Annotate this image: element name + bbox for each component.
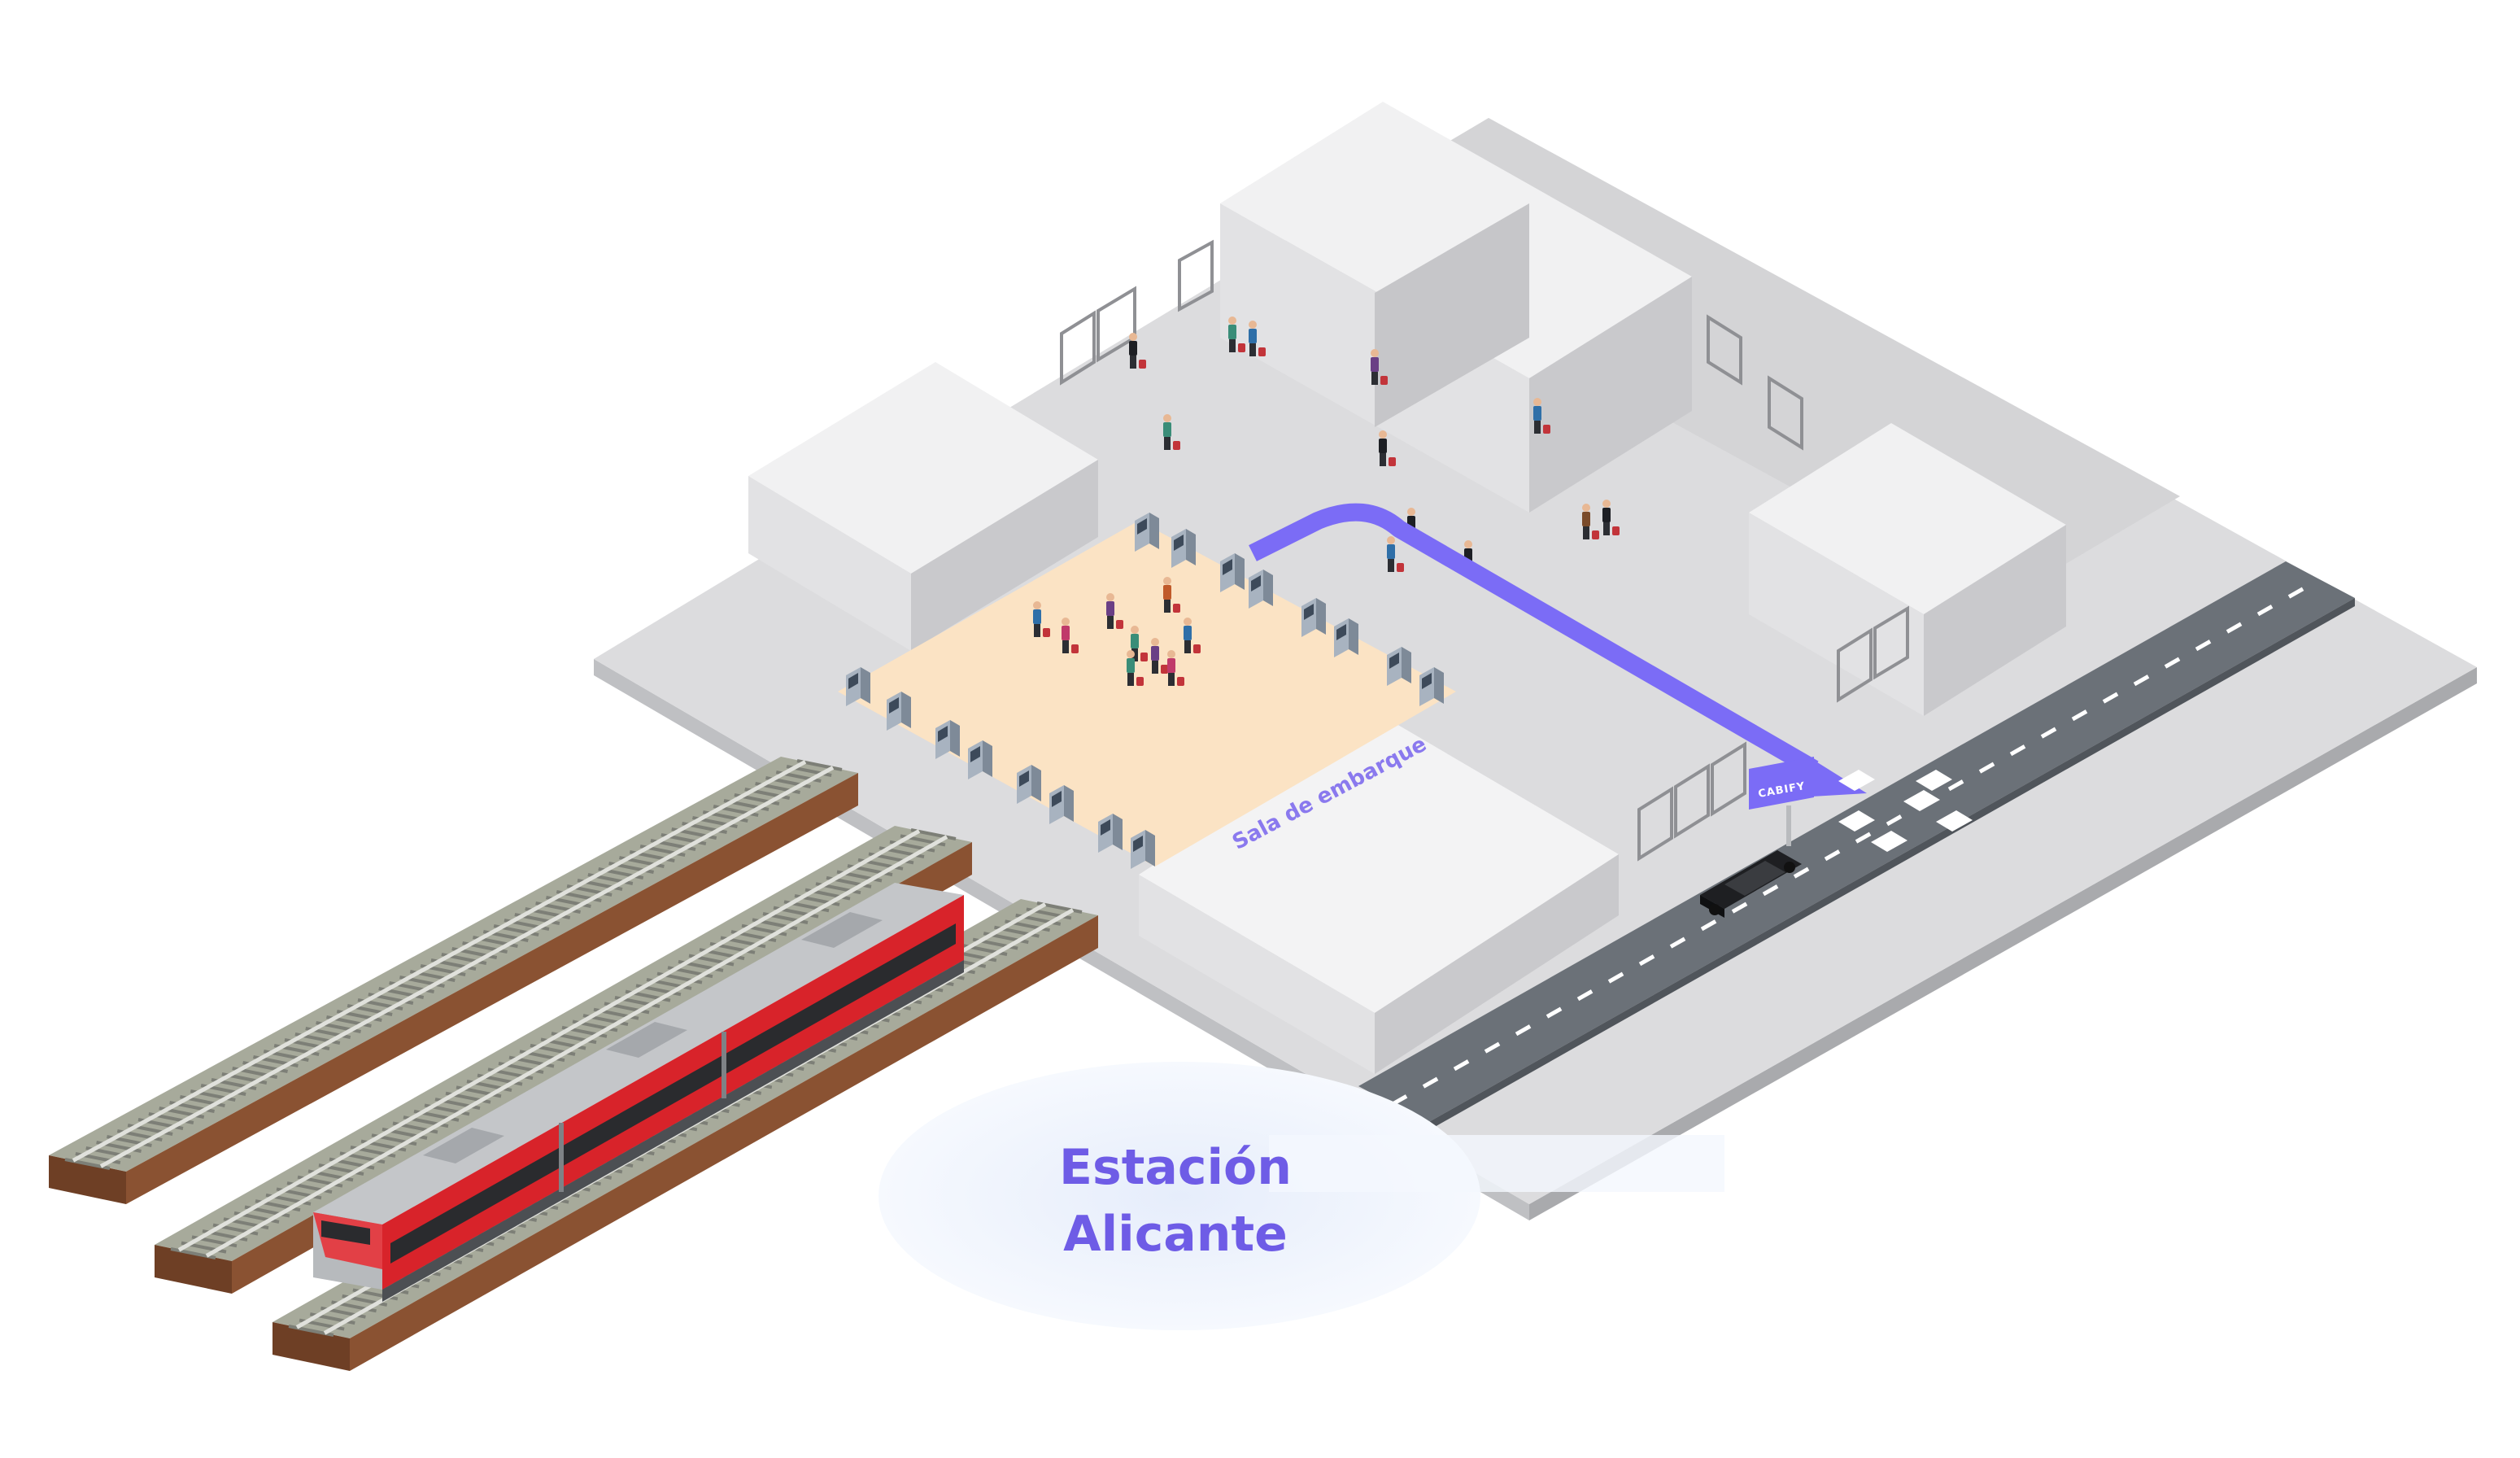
person-icon xyxy=(1163,577,1180,613)
crosswalk xyxy=(1838,770,1973,852)
person-icon xyxy=(1249,321,1266,356)
lane-dash xyxy=(2164,657,2181,669)
ticket-machine-icon xyxy=(1171,529,1196,568)
lane-dash xyxy=(1762,884,1779,897)
ticket-machine-icon xyxy=(846,667,870,706)
lane-dash xyxy=(1515,1024,1532,1037)
lane-dash xyxy=(1546,1006,1563,1019)
car-icon xyxy=(1700,850,1802,918)
person-icon xyxy=(1151,638,1168,674)
person-icon xyxy=(1106,593,1123,629)
person-icon xyxy=(1131,626,1148,661)
person-icon xyxy=(1033,601,1050,637)
lane-dash xyxy=(1855,832,1872,844)
lane-dash xyxy=(1453,1059,1470,1072)
lane-dash xyxy=(2195,640,2212,652)
lane-dash xyxy=(2133,674,2150,687)
road xyxy=(1358,561,2355,1131)
person-icon xyxy=(1582,504,1599,539)
ticket-machine-icon xyxy=(1017,765,1041,804)
ticket-machine-icon xyxy=(1220,553,1245,592)
ticket-machine-icon xyxy=(1098,814,1123,853)
person-icon xyxy=(1602,500,1620,535)
lane-dash xyxy=(2071,709,2088,722)
ticket-machine-icon xyxy=(1334,618,1358,657)
station-title-line2: Alicante xyxy=(1063,1206,1288,1263)
ticket-machine-icon xyxy=(968,740,992,779)
ticket-machine-icon xyxy=(1049,785,1074,824)
person-icon xyxy=(1371,349,1388,385)
ticket-machine-icon xyxy=(1419,667,1444,706)
lane-dash xyxy=(2226,622,2243,634)
building-left xyxy=(748,362,1098,651)
rail-tracks xyxy=(49,757,1098,1371)
lane-dash xyxy=(1422,1076,1439,1089)
person-icon xyxy=(1129,333,1146,369)
person-icon xyxy=(1387,536,1404,572)
lane-dash xyxy=(1607,971,1624,984)
building-front xyxy=(1139,716,1619,1074)
taxi-sign: CABIFY xyxy=(1749,757,1814,846)
lane-dash xyxy=(1638,954,1655,967)
lane-dash xyxy=(1947,779,1964,792)
ticket-machine-icon xyxy=(1301,598,1326,637)
person-icon xyxy=(1379,430,1396,466)
ticket-machine-icon xyxy=(1135,513,1159,552)
lane-dash xyxy=(2009,744,2026,757)
lane-dash xyxy=(1731,901,1748,914)
person-icon xyxy=(1228,316,1245,352)
ticket-machine-icon xyxy=(887,692,911,731)
doors xyxy=(1060,239,1909,862)
lane-dash xyxy=(1484,1041,1501,1054)
person-icon xyxy=(1163,414,1180,450)
ticket-machine-icon xyxy=(1131,830,1155,869)
lane-dash xyxy=(2040,727,2057,739)
person-icon xyxy=(1062,618,1079,653)
track-bed xyxy=(49,757,858,1204)
lane-dash xyxy=(1978,762,1995,774)
lane-dash xyxy=(2287,587,2304,599)
ticket-machine-icon xyxy=(935,720,960,759)
station-title-line1: Estación xyxy=(1059,1139,1292,1196)
station-title-bubble xyxy=(879,1062,1724,1330)
ticket-machines xyxy=(846,513,1444,869)
lane-dash xyxy=(1886,814,1903,827)
lane-dash xyxy=(1700,919,1717,932)
lane-dash xyxy=(2102,692,2119,704)
ticket-machine-icon xyxy=(1249,570,1273,609)
person-icon xyxy=(1167,650,1184,686)
lane-dash xyxy=(1824,849,1841,862)
person-icon xyxy=(1184,618,1201,653)
train-icon xyxy=(313,883,964,1302)
boarding-hall-floor xyxy=(838,521,1456,867)
ticket-machine-icon xyxy=(1387,647,1411,686)
lane-dash xyxy=(1576,989,1594,1002)
lane-dash xyxy=(2256,605,2274,617)
person-icon xyxy=(1533,398,1550,434)
lane-dash xyxy=(1793,867,1810,879)
person-icon xyxy=(1127,650,1144,686)
lane-dash xyxy=(1669,936,1686,949)
building-right xyxy=(1749,423,2066,716)
